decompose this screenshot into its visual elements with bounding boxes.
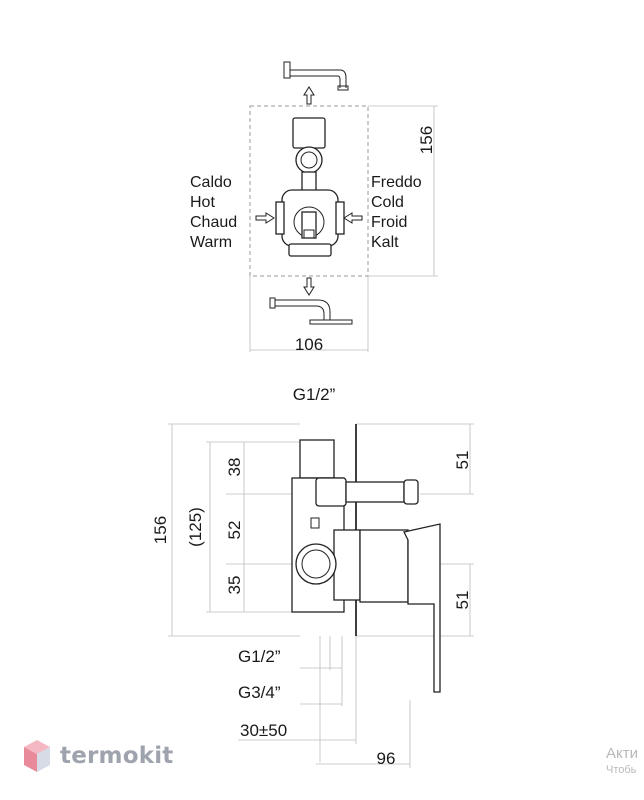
spout-outlet-top [283, 61, 349, 91]
inlet-label-left-2: Chaud [190, 214, 237, 231]
dim-side-lines [168, 423, 474, 768]
side-view: G1/2” [151, 385, 474, 768]
dim-38: 38 [225, 458, 244, 477]
dim-width-lines [249, 276, 369, 352]
brand-logo: termokit [22, 736, 173, 776]
inlet-label-left-3: Warm [190, 234, 232, 251]
dim-depth-96: 96 [377, 749, 396, 768]
dim-52: 52 [225, 521, 244, 540]
thread-label-bottom-1: G1/2” [238, 647, 281, 666]
inlet-label-left-0: Caldo [190, 174, 232, 191]
dim-51-bottom: 51 [453, 591, 472, 610]
dim-35: 35 [225, 576, 244, 595]
thread-label-top: G1/2” [293, 385, 336, 404]
inlet-label-right-0: Freddo [371, 174, 422, 191]
inlet-label-right-2: Froid [371, 214, 407, 231]
mixer-handle [359, 523, 441, 693]
valve-body-side [291, 439, 419, 613]
top-view: Caldo Hot Chaud Warm Freddo Cold Froid K… [190, 61, 438, 354]
inlet-arrow-left [255, 212, 275, 224]
activation-watermark: Акти Чтобь [606, 746, 644, 778]
dim-51-top: 51 [453, 451, 472, 470]
dim-overall-156: 156 [151, 516, 170, 544]
flow-arrow-down [303, 277, 315, 296]
thread-label-bottom-2: G3/4” [238, 683, 281, 702]
watermark-line-2: Чтобь [606, 764, 637, 776]
depth-range-label: 30±50 [240, 721, 287, 740]
dim-height-lines [368, 105, 438, 277]
flow-arrow-up [303, 86, 315, 105]
logo-text: termokit [60, 743, 174, 769]
logo-cube-icon [24, 740, 50, 772]
dim-height-top: 156 [417, 126, 436, 154]
watermark-line-1: Акти [606, 745, 638, 762]
valve-body-top [275, 117, 345, 257]
dim-width-top: 106 [295, 335, 323, 354]
inlet-label-right-1: Cold [371, 194, 404, 211]
inlet-arrow-right [343, 212, 363, 224]
recess-outline [249, 105, 369, 277]
dim-inner-125: (125) [186, 507, 205, 547]
shower-outlet-bottom [269, 297, 353, 325]
inlet-label-left-1: Hot [190, 194, 215, 211]
inlet-label-right-3: Kalt [371, 234, 399, 251]
